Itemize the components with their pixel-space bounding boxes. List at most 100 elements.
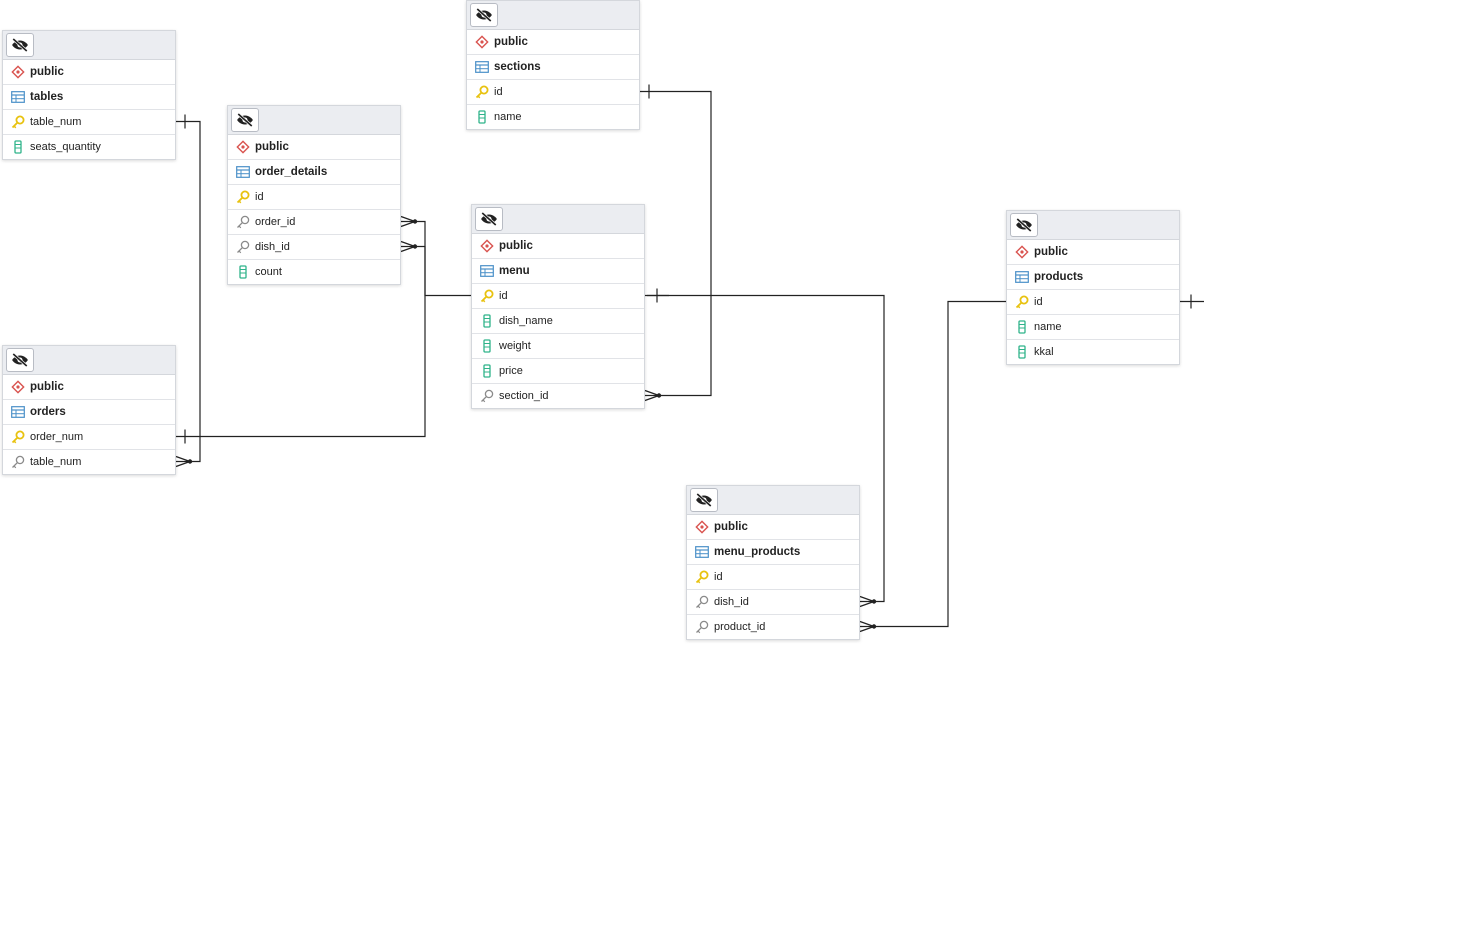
column-weight-label: weight bbox=[499, 340, 531, 352]
table-name-label: sections bbox=[494, 61, 541, 73]
table-icon bbox=[1014, 269, 1030, 285]
primary-key-icon bbox=[479, 288, 495, 304]
table-card-tables[interactable]: public tables table_num seats_quantity bbox=[2, 30, 176, 160]
eye-slash-icon[interactable] bbox=[690, 488, 718, 512]
column-dish_name[interactable]: dish_name bbox=[472, 309, 644, 334]
table-name[interactable]: tables bbox=[3, 85, 175, 110]
table-name[interactable]: order_details bbox=[228, 160, 400, 185]
link-menu-products-menu-many-dot bbox=[871, 599, 877, 604]
column-dish_id-label: dish_id bbox=[714, 596, 749, 608]
eye-slash-icon[interactable] bbox=[470, 3, 498, 27]
eye-slash-icon[interactable] bbox=[475, 207, 503, 231]
column-id[interactable]: id bbox=[1007, 290, 1179, 315]
column-name[interactable]: name bbox=[467, 105, 639, 129]
column-icon bbox=[479, 313, 495, 329]
column-seats_quantity-label: seats_quantity bbox=[30, 141, 101, 153]
eye-slash-icon[interactable] bbox=[6, 348, 34, 372]
column-dish_name-label: dish_name bbox=[499, 315, 553, 327]
column-order_id-label: order_id bbox=[255, 216, 296, 228]
link-menu-products-products bbox=[872, 300, 1006, 628]
column-icon bbox=[1014, 344, 1030, 360]
column-section_id-label: section_id bbox=[499, 390, 549, 402]
link-menu-products-products-many-crowfoot bbox=[859, 620, 875, 633]
column-section_id[interactable]: section_id bbox=[472, 384, 644, 408]
column-order_id[interactable]: order_id bbox=[228, 210, 400, 235]
schema-name-label: public bbox=[494, 36, 528, 48]
link-orders-tables-many-dot bbox=[187, 459, 193, 464]
column-name-label: name bbox=[1034, 321, 1062, 333]
table-name[interactable]: orders bbox=[3, 400, 175, 425]
column-dish_id[interactable]: dish_id bbox=[228, 235, 400, 260]
column-id-label: id bbox=[714, 571, 723, 583]
column-seats_quantity[interactable]: seats_quantity bbox=[3, 135, 175, 159]
schema-name[interactable]: public bbox=[687, 515, 859, 540]
primary-key-icon bbox=[694, 569, 710, 585]
primary-key-icon bbox=[10, 114, 26, 130]
column-price[interactable]: price bbox=[472, 359, 644, 384]
table-card-sections[interactable]: public sections id name bbox=[466, 0, 640, 130]
schema-icon bbox=[1014, 244, 1030, 260]
column-id-label: id bbox=[494, 86, 503, 98]
column-id[interactable]: id bbox=[228, 185, 400, 210]
column-count[interactable]: count bbox=[228, 260, 400, 284]
schema-name[interactable]: public bbox=[3, 60, 175, 85]
table-icon bbox=[474, 59, 490, 75]
table-icon bbox=[235, 164, 251, 180]
column-id[interactable]: id bbox=[472, 284, 644, 309]
table-name-label: orders bbox=[30, 406, 66, 418]
table-card-header bbox=[3, 31, 175, 60]
schema-name-label: public bbox=[30, 66, 64, 78]
link-menu-sections-many-dot bbox=[656, 393, 662, 398]
schema-icon bbox=[10, 379, 26, 395]
table-name[interactable]: products bbox=[1007, 265, 1179, 290]
schema-name-label: public bbox=[714, 521, 748, 533]
foreign-key-icon bbox=[694, 594, 710, 610]
table-name[interactable]: sections bbox=[467, 55, 639, 80]
column-table_num-label: table_num bbox=[30, 456, 82, 468]
column-id-label: id bbox=[1034, 296, 1043, 308]
column-id[interactable]: id bbox=[687, 565, 859, 590]
column-table_num-label: table_num bbox=[30, 116, 82, 128]
eye-slash-icon[interactable] bbox=[231, 108, 259, 132]
column-dish_id[interactable]: dish_id bbox=[687, 590, 859, 615]
schema-icon bbox=[479, 238, 495, 254]
column-id[interactable]: id bbox=[467, 80, 639, 105]
schema-name[interactable]: public bbox=[1007, 240, 1179, 265]
link-orders-tables-many-crowfoot bbox=[175, 455, 191, 468]
eye-slash-icon[interactable] bbox=[1010, 213, 1038, 237]
table-name[interactable]: menu_products bbox=[687, 540, 859, 565]
column-table_num[interactable]: table_num bbox=[3, 450, 175, 474]
column-product_id[interactable]: product_id bbox=[687, 615, 859, 639]
column-name[interactable]: name bbox=[1007, 315, 1179, 340]
table-card-header bbox=[228, 106, 400, 135]
column-weight[interactable]: weight bbox=[472, 334, 644, 359]
link-menu-products-products-many-dot bbox=[871, 624, 877, 629]
table-card-header bbox=[1007, 211, 1179, 240]
column-table_num[interactable]: table_num bbox=[3, 110, 175, 135]
schema-name[interactable]: public bbox=[3, 375, 175, 400]
foreign-key-icon bbox=[235, 239, 251, 255]
table-icon bbox=[10, 404, 26, 420]
table-name[interactable]: menu bbox=[472, 259, 644, 284]
schema-name-label: public bbox=[499, 240, 533, 252]
schema-name[interactable]: public bbox=[228, 135, 400, 160]
foreign-key-icon bbox=[235, 214, 251, 230]
column-kkal[interactable]: kkal bbox=[1007, 340, 1179, 364]
table-icon bbox=[479, 263, 495, 279]
schema-name[interactable]: public bbox=[472, 234, 644, 259]
column-order_num[interactable]: order_num bbox=[3, 425, 175, 450]
column-icon bbox=[479, 363, 495, 379]
table-card-orders[interactable]: public orders order_num table_num bbox=[2, 345, 176, 475]
table-card-header bbox=[472, 205, 644, 234]
table-name-label: products bbox=[1034, 271, 1084, 283]
column-id-label: id bbox=[499, 290, 508, 302]
column-dish_id-label: dish_id bbox=[255, 241, 290, 253]
schema-name[interactable]: public bbox=[467, 30, 639, 55]
table-card-products[interactable]: public products id name kkal bbox=[1006, 210, 1180, 365]
eye-slash-icon[interactable] bbox=[6, 33, 34, 57]
